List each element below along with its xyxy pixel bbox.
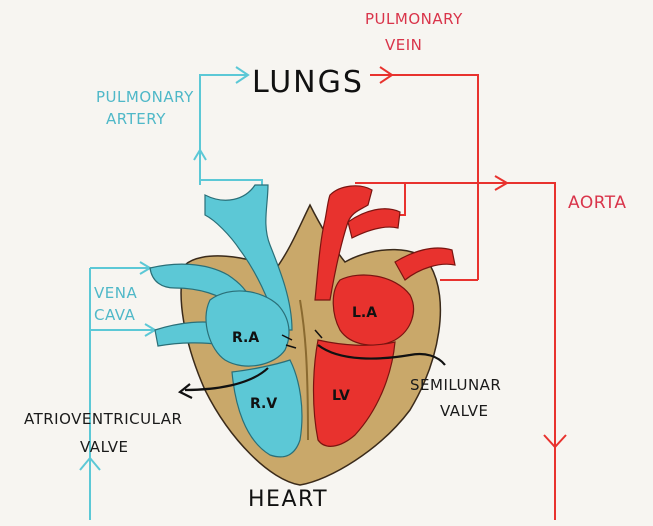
vena-cava-label-line1: VENA <box>94 284 137 302</box>
semilunar-label-line1: SEMILUNAR <box>410 376 501 394</box>
atrioventricular-label-line2: VALVE <box>80 438 129 456</box>
pulmonary-artery-label-line2: ARTERY <box>106 110 166 128</box>
semilunar-label-line2: VALVE <box>440 402 489 420</box>
pulmonary-artery-label-line1: PULMONARY <box>96 88 194 106</box>
right-ventricle-label: R.V <box>250 396 277 412</box>
lungs-label: LUNGS <box>252 65 364 100</box>
heart-label: HEART <box>248 487 328 512</box>
aorta-label: AORTA <box>568 193 626 213</box>
vena-cava-label-line2: CAVA <box>94 306 136 324</box>
right-atrium-label: R.A <box>232 330 259 346</box>
left-ventricle-label: LV <box>332 388 350 404</box>
atrioventricular-label-line1: ATRIOVENTRICULAR <box>24 410 182 428</box>
left-atrium-label: L.A <box>352 305 377 321</box>
pulmonary-vein-label-line2: VEIN <box>385 36 422 54</box>
pulmonary-vein-label-line1: PULMONARY <box>365 10 463 28</box>
